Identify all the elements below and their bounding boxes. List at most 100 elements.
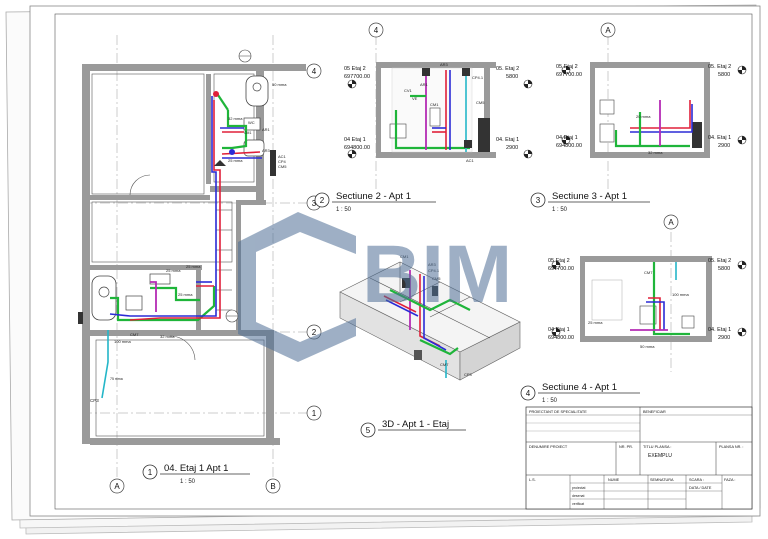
tb-name: NUME <box>608 478 620 482</box>
s2-tag-cp41: CP4.1 <box>472 75 484 80</box>
s4-tag-cm7: CM7 <box>644 270 653 275</box>
s4-label-25: 25 mmа <box>588 320 603 325</box>
s2-tag-cm1: CM1 <box>430 102 439 107</box>
s4-level-bot-right-name: 04. Etaj 1 <box>708 327 731 333</box>
paper-stack <box>5 4 761 535</box>
plan-label-25b: 25 mmа <box>166 268 181 273</box>
tb-ls: L.S. <box>529 478 536 482</box>
section-3: A 20 mmа 32 mmа 05 Etaj 2 697700.00 04 E… <box>530 22 747 213</box>
s3-grid-bubble: A <box>605 26 611 35</box>
plan-label-cp3: CP3 <box>90 398 99 403</box>
s2-tag-cm5: CM5 <box>476 100 485 105</box>
tb-sheet-title-value: EXEMPLU <box>648 453 672 459</box>
s3-level-bot-name: 04 Etaj 1 <box>556 135 578 141</box>
s2-tag-ve: VE <box>412 96 418 101</box>
tb-project-name: DENUMIRE PROIECT <box>529 445 568 449</box>
s4-level-bot-right-value: 2900 <box>718 335 730 341</box>
s3-label-32: 32 mmа <box>648 150 663 155</box>
3d-view-title: 3D - Apt 1 - Etaj <box>382 419 449 430</box>
tb-signature: SEMNATURA <box>650 478 674 482</box>
s2-level-top-value: 697700.00 <box>344 74 370 80</box>
plan-label-cp4: CP4 <box>278 159 287 164</box>
s4-tag-100: 100 mmа <box>672 292 689 297</box>
s3-level-top-right-name: 05. Etaj 2 <box>708 64 731 70</box>
s2-tag-ac1: AC1 <box>466 158 475 163</box>
3d-tag-cm5: CM5 <box>432 276 441 281</box>
tb-beneficiary: BENEFICIAR <box>643 410 666 414</box>
s2-level-bot-right-name: 04. Etaj 1 <box>496 137 519 143</box>
s2-tag-cv1: CV1 <box>404 88 413 93</box>
section-arrow <box>214 160 226 166</box>
grid-bubble-4: 4 <box>312 67 317 76</box>
plan-label-ar1: AR1 <box>262 127 271 132</box>
tb-drawn: desenat <box>572 494 584 498</box>
bim-watermark: BIM <box>238 212 512 362</box>
plan-view-scale: 1 : 50 <box>180 479 196 485</box>
section-2: 4 AR3 CP4.1 CV1 AR1 CM5 CM1 VE AC1 05 E <box>314 22 533 213</box>
plan-label-cm1: CM1 <box>244 131 251 135</box>
3d-tag-ar3: AR3 <box>428 262 437 267</box>
s2-level-bot-value: 694800.00 <box>344 145 370 151</box>
plan-view-title: 04. Etaj 1 Apt 1 <box>164 463 228 474</box>
s2-grid-bubble: 4 <box>374 26 379 35</box>
tb-designer: PROIECTANT DE SPECIALITATE <box>529 410 587 414</box>
s3-level-top-value: 697700.00 <box>556 72 582 78</box>
plan-label-wc: WC <box>248 120 255 125</box>
grid-bubble-3: 3 <box>312 199 317 208</box>
tb-sheet-no: PLANSA NR. : <box>719 445 743 449</box>
3d-tag-cp41: CP4.1 <box>428 268 440 273</box>
plan-label-25a: 25 mmа <box>228 158 243 163</box>
plan-label-32: 32 mmа <box>228 116 243 121</box>
s4-level-top-value: 697700.00 <box>548 266 574 272</box>
plan-label-100: 100 mmа <box>114 339 131 344</box>
grid-bubble-a: A <box>114 482 120 491</box>
s4-tag-50: 50 mmа <box>640 344 655 349</box>
s3-view-scale: 1 : 50 <box>552 207 568 213</box>
plan-label-ac1: AC1 <box>278 154 287 159</box>
watermark-text: BIM <box>362 229 512 320</box>
s2-level-bot-name: 04 Etaj 1 <box>344 137 366 143</box>
3d-tag-cm7: CM7 <box>440 362 449 367</box>
3d-tag-cp3: CP3 <box>464 372 473 377</box>
s3-level-top-name: 05 Etaj 2 <box>556 64 578 70</box>
tb-sheet-title: TITLU PLANSA : <box>643 445 672 449</box>
plan-view-number: 1 <box>148 468 153 477</box>
s2-view-number: 2 <box>320 196 325 205</box>
s2-level-top-right-name: 05. Etaj 2 <box>496 66 519 72</box>
plan-label-25c: 25 mmа <box>186 264 201 269</box>
s2-level-top-name: 05 Etaj 2 <box>344 66 366 72</box>
s4-grid-bubble: A <box>668 218 674 227</box>
plan-label-75: 75 mmа <box>110 377 123 381</box>
s2-tag-ar1: AR1 <box>420 82 429 87</box>
plan-label-50mm: 50 mmа <box>272 82 287 87</box>
s4-level-bot-value: 694800.00 <box>548 335 574 341</box>
view-3d: CM1 AR3 CP4.1 CM5 CM7 CP3 5 3D - Apt 1 -… <box>339 254 521 438</box>
title-block: PROIECTANT DE SPECIALITATE BENEFICIAR DE… <box>525 406 753 510</box>
s3-level-bot-right-name: 04. Etaj 1 <box>708 135 731 141</box>
s3-level-top-right-value: 5800 <box>718 72 730 78</box>
plan-label-cm5: CM5 <box>278 164 287 169</box>
grid-bubble-1: 1 <box>312 409 317 418</box>
plan-label-32b: 32 mmа <box>160 334 175 339</box>
3d-tag-cm1: CM1 <box>400 254 409 259</box>
plan-label-cm7: CM7 <box>130 332 139 337</box>
tb-phase: FAZA : <box>724 478 735 482</box>
s3-view-number: 3 <box>536 196 541 205</box>
tb-project-no: NR. PR. <box>619 445 633 449</box>
plan-label-25d: 25 mmа <box>178 292 193 297</box>
s4-level-top-right-name: 05. Etaj 2 <box>708 258 731 264</box>
s4-view-title: Sectiune 4 - Apt 1 <box>542 382 617 393</box>
s4-level-bot-name: 04 Etaj 1 <box>548 327 570 333</box>
s2-tag-ar3: AR3 <box>440 62 449 67</box>
grid-bubble-b: B <box>270 482 275 491</box>
s2-view-title: Sectiune 2 - Apt 1 <box>336 191 411 202</box>
3d-view-number: 5 <box>366 426 371 435</box>
s4-view-number: 4 <box>526 389 531 398</box>
s2-view-scale: 1 : 50 <box>336 207 352 213</box>
s2-level-bot-right-value: 2900 <box>506 145 518 151</box>
s3-label-20: 20 mmа <box>636 114 651 119</box>
grid-bubble-2: 2 <box>312 328 317 337</box>
s2-level-top-right-value: 5800 <box>506 74 518 80</box>
plan-label-ar3: AR3 <box>262 148 271 153</box>
